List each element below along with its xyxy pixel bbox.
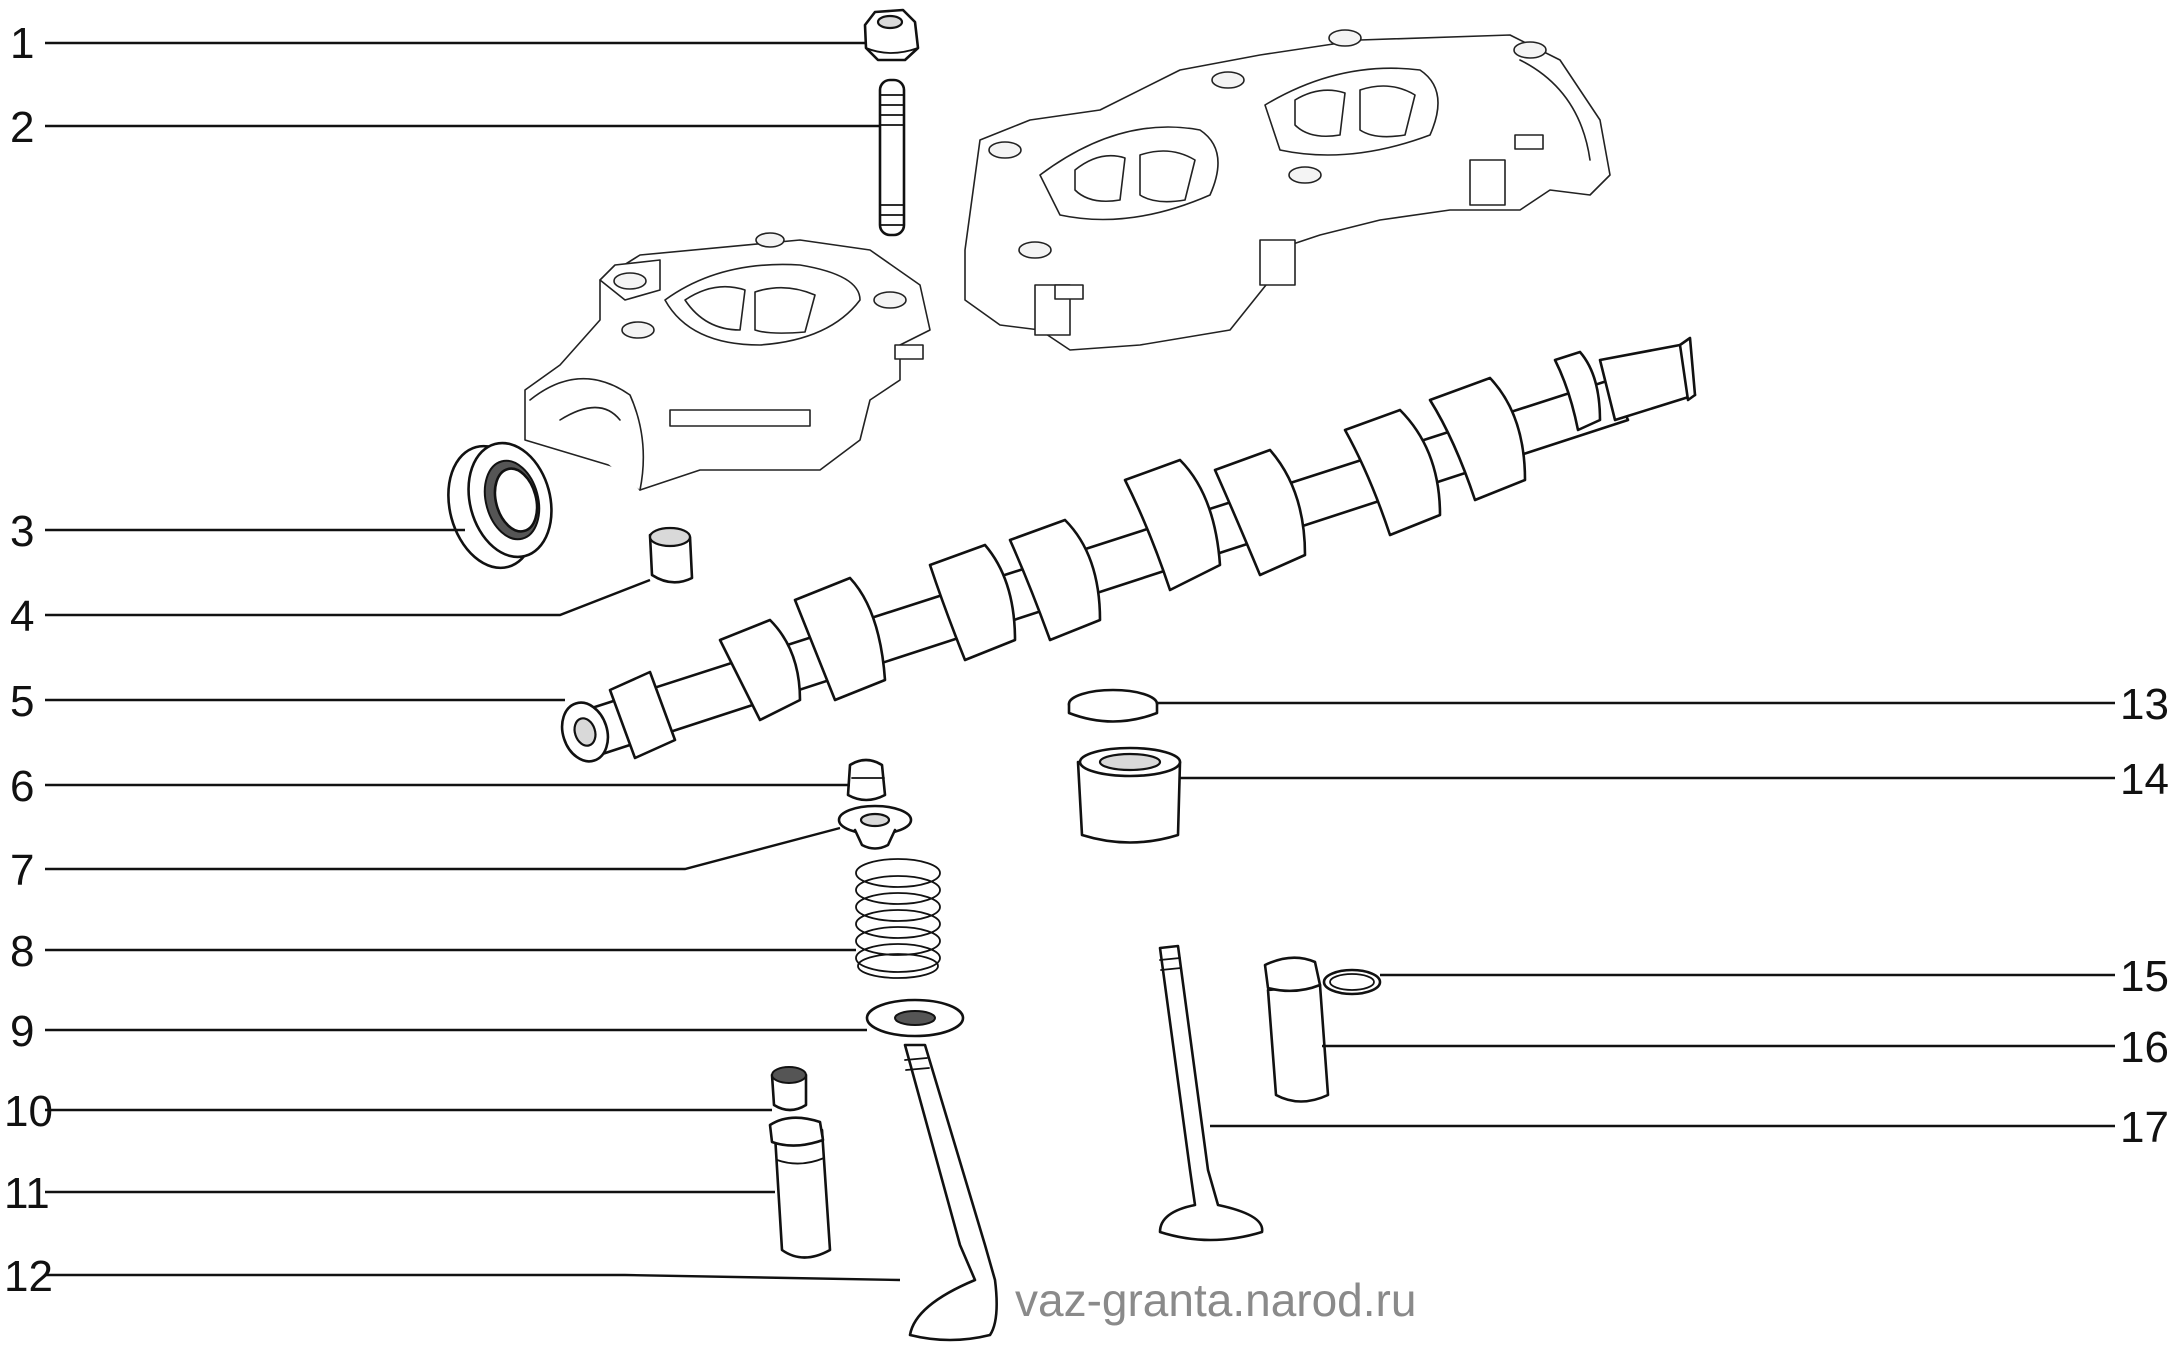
callout-10: 10 [4,1087,53,1136]
callout-8: 8 [10,927,34,976]
callout-7: 7 [10,846,34,895]
watermark-text: vaz-granta.narod.ru [1015,1274,1416,1326]
valve-stem-seal-intake [770,1066,808,1112]
callout-2: 2 [10,103,34,152]
exhaust-valve [1158,944,1264,1242]
callout-5: 5 [10,677,34,726]
leader-7 [45,826,841,871]
callout-11: 11 [4,1169,50,1218]
callout-17: 17 [2120,1103,2169,1152]
callout-1: 1 [10,19,34,68]
spring-retainer [837,804,913,850]
callout-3: 3 [10,507,34,556]
intake-valve [903,1043,998,1342]
valve-guide-intake [768,1116,832,1259]
o-ring [1322,968,1382,996]
stud-bolt [878,78,906,237]
callout-13: 13 [2120,680,2169,729]
dowel-bushing [648,526,694,584]
flange-nut [863,8,920,62]
valve-spring [855,858,941,979]
callout-16: 16 [2120,1023,2169,1072]
camshaft-bearing-housing-large [964,29,1611,351]
leader-4 [45,578,651,617]
oil-seal [447,441,553,570]
camshaft [560,336,1697,763]
callout-4: 4 [10,592,34,641]
tappet-bucket [1076,746,1182,844]
leader-lines [45,41,2115,1282]
camshaft-bearing-housing-small [524,232,931,491]
spring-seat-washer [865,998,965,1038]
callout-6: 6 [10,762,34,811]
valve-collet [846,758,887,802]
valve-guide-exhaust [1263,956,1330,1103]
callout-15: 15 [2120,952,2169,1001]
callout-9: 9 [10,1007,34,1056]
callout-12: 12 [4,1252,53,1301]
callout-labels: 1 2 3 4 5 6 7 8 9 10 11 12 13 14 15 16 1… [4,19,2169,1301]
adjusting-shim [1067,688,1159,723]
leader-12 [45,1273,901,1282]
callout-14: 14 [2120,755,2169,804]
